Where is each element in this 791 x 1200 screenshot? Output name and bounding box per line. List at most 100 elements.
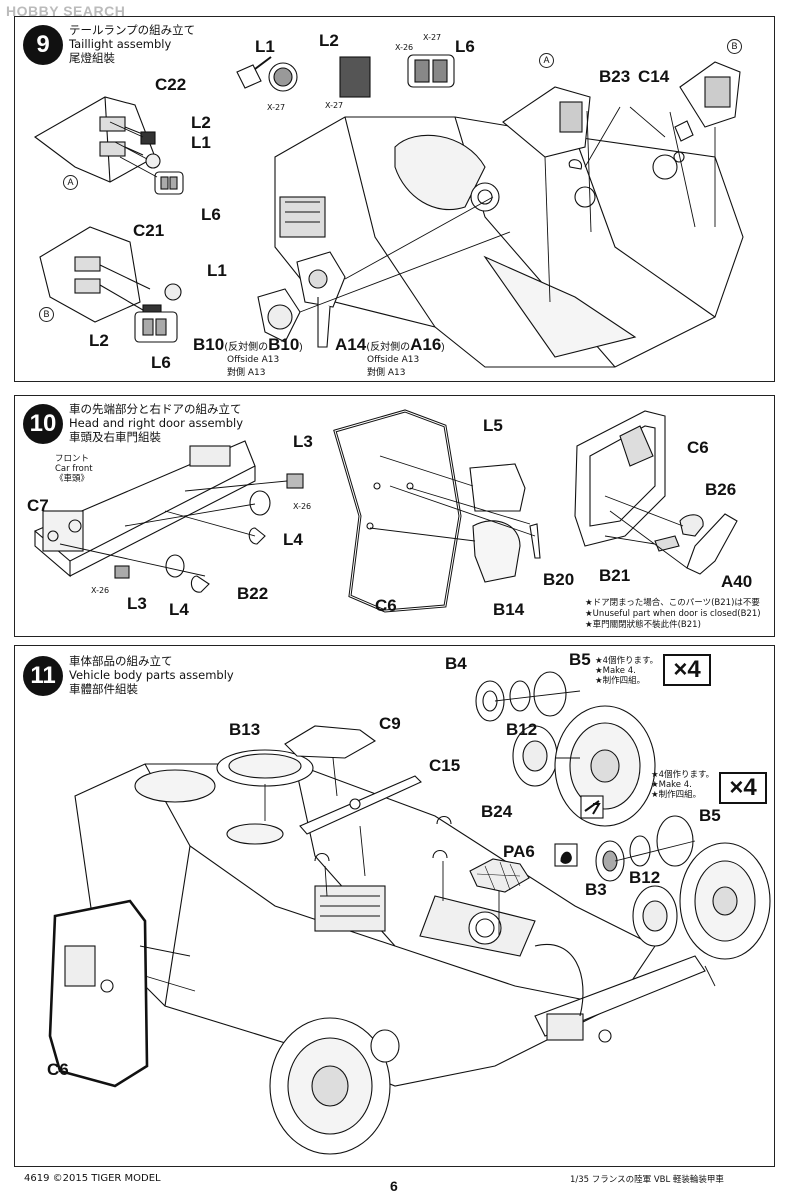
- step-10-panel: 10 車の先端部分と右ドアの組み立て Head and right door a…: [14, 395, 775, 637]
- part-label-c15: C15: [429, 756, 461, 775]
- part-label-c6: C6: [687, 438, 709, 457]
- front-note-en: Car front: [55, 464, 93, 474]
- step-11-diagram: [48, 671, 771, 1155]
- part-label-b20: B20: [543, 570, 575, 589]
- door-note: ★ドア閉まった場合、このパーツ(B21)は不要 ★Unuseful part w…: [585, 598, 761, 631]
- note-close: ): [299, 342, 303, 353]
- door-note-ja: ★ドア閉まった場合、このパーツ(B21)は不要: [585, 598, 760, 608]
- step-title-zh: 車頭及右車門組裝: [69, 430, 161, 444]
- part-label-b21: B21: [599, 566, 631, 585]
- part-label-b12: B12: [506, 720, 538, 739]
- a14-note: A14(反対側のA16) Offside A13 對側 A13: [335, 335, 445, 378]
- step-title: テールランプの組み立て Taillight assembly 尾燈組裝: [69, 23, 195, 65]
- make-note-b: ★4個作ります。 ★Make 4. ★制作四組。: [651, 770, 714, 800]
- part-label-l1: L1: [207, 261, 227, 280]
- door-note-zh: ★車門關閉狀態不裝此件(B21): [585, 620, 701, 630]
- part-label-c22: C22: [155, 75, 187, 94]
- part-label-c7: C7: [27, 496, 49, 515]
- part-label-l1: L1: [191, 133, 211, 152]
- paint-code: X-26: [293, 502, 312, 511]
- part-label-b23: B23: [599, 67, 631, 86]
- part-label-c21: C21: [133, 221, 165, 240]
- paint-code: X-26: [91, 586, 110, 595]
- footer-left: 4619 ©2015 TIGER MODEL: [24, 1173, 161, 1184]
- step-title: 車の先端部分と右ドアの組み立て Head and right door asse…: [69, 402, 243, 444]
- part-label-b22: B22: [237, 584, 269, 603]
- make-note-ja: ★4個作ります。: [595, 656, 659, 666]
- step-title: 車体部品の組み立て Vehicle body parts assembly 車體…: [69, 654, 234, 696]
- part-label-l6: L6: [201, 205, 221, 224]
- front-note-ja: フロント: [55, 454, 90, 464]
- part-label-pa6: PA6: [503, 842, 535, 861]
- part-label-b5: B5: [699, 806, 721, 825]
- step-10-diagram: [33, 409, 738, 613]
- part-label-l2: L2: [191, 113, 211, 132]
- step-9-panel: 9 テールランプの組み立て Taillight assembly 尾燈組裝: [14, 16, 775, 382]
- part-label-c6: C6: [375, 596, 397, 615]
- step-title-en: Head and right door assembly: [69, 416, 244, 430]
- part-label-b14: B14: [493, 600, 525, 619]
- paint-code: X-27: [267, 103, 286, 112]
- marker-a: A: [539, 53, 554, 68]
- footer-right: 1/35 フランスの陸軍 VBL 軽装輪装甲車: [570, 1175, 724, 1185]
- part-label-c14: C14: [638, 67, 670, 86]
- quantity-badge: ×4: [719, 772, 767, 804]
- note-en: Offside A13: [227, 355, 280, 365]
- part-label-b12: B12: [629, 868, 661, 887]
- part-label-b13: B13: [229, 720, 261, 739]
- front-note: フロント Car front 《車頭》: [55, 454, 93, 484]
- paint-code: X-27: [423, 33, 442, 42]
- note-zh: 對側 A13: [367, 368, 406, 378]
- part-label-l6: L6: [455, 37, 475, 56]
- step-title-en: Vehicle body parts assembly: [69, 668, 234, 682]
- part-label-a14: A14: [335, 335, 367, 354]
- step-title-zh: 車體部件組裝: [69, 682, 138, 696]
- b10-note: B10(反対側のB10) Offside A13 對側 A13: [193, 335, 303, 378]
- paint-code: X-27: [325, 101, 344, 110]
- part-label-b10: B10: [193, 335, 225, 354]
- make-note-zh: ★制作四組。: [651, 790, 702, 800]
- part-label-a40: A40: [721, 572, 753, 591]
- make-note-zh: ★制作四組。: [595, 676, 646, 686]
- step-number: 10: [23, 404, 63, 444]
- step-number: 11: [23, 656, 63, 696]
- part-label-l1: L1: [255, 37, 275, 56]
- marker-b: B: [39, 307, 54, 322]
- part-label-b10-offside: B10: [268, 335, 300, 354]
- part-label-b3: B3: [585, 880, 607, 899]
- make-note-a: ★4個作ります。 ★Make 4. ★制作四組。: [595, 656, 658, 686]
- part-label-b26: B26: [705, 480, 737, 499]
- part-label-l6: L6: [151, 353, 171, 372]
- watermark-text: HOBBY SEARCH: [6, 3, 126, 19]
- door-note-en: ★Unuseful part when door is closed(B21): [585, 609, 761, 619]
- note-zh: 對側 A13: [227, 368, 266, 378]
- part-label-l5: L5: [483, 416, 503, 435]
- note-paren: (反対側の: [366, 342, 411, 353]
- step-11-panel: 11 車体部品の組み立て Vehicle body parts assembly…: [14, 645, 775, 1167]
- marker-b: B: [727, 39, 742, 54]
- step-number: 9: [23, 25, 63, 65]
- step-title-ja: 車の先端部分と右ドアの組み立て: [69, 402, 242, 416]
- step-title-zh: 尾燈組裝: [69, 51, 115, 65]
- page-number: 6: [390, 1178, 398, 1194]
- marker-a: A: [63, 175, 78, 190]
- part-label-l2: L2: [319, 31, 339, 50]
- make-note-ja: ★4個作ります。: [651, 770, 715, 780]
- step-title-en: Taillight assembly: [69, 37, 172, 51]
- part-label-a16: A16: [410, 335, 442, 354]
- watermark: HOBBY SEARCH: [6, 3, 125, 19]
- part-label-l4: L4: [169, 600, 189, 619]
- front-note-zh: 《車頭》: [55, 474, 90, 484]
- note-close: ): [441, 342, 445, 353]
- step-title-ja: テールランプの組み立て: [69, 23, 196, 37]
- note-paren: (反対側の: [224, 342, 269, 353]
- note-en: Offside A13: [367, 355, 420, 365]
- make-note-en: ★Make 4.: [651, 780, 692, 790]
- part-label-b5: B5: [569, 650, 591, 669]
- part-label-l2: L2: [89, 331, 109, 350]
- quantity-badge: ×4: [663, 654, 711, 686]
- make-note-en: ★Make 4.: [595, 666, 636, 676]
- part-label-b4: B4: [445, 654, 467, 673]
- part-label-l3: L3: [293, 432, 313, 451]
- part-label-b24: B24: [481, 802, 513, 821]
